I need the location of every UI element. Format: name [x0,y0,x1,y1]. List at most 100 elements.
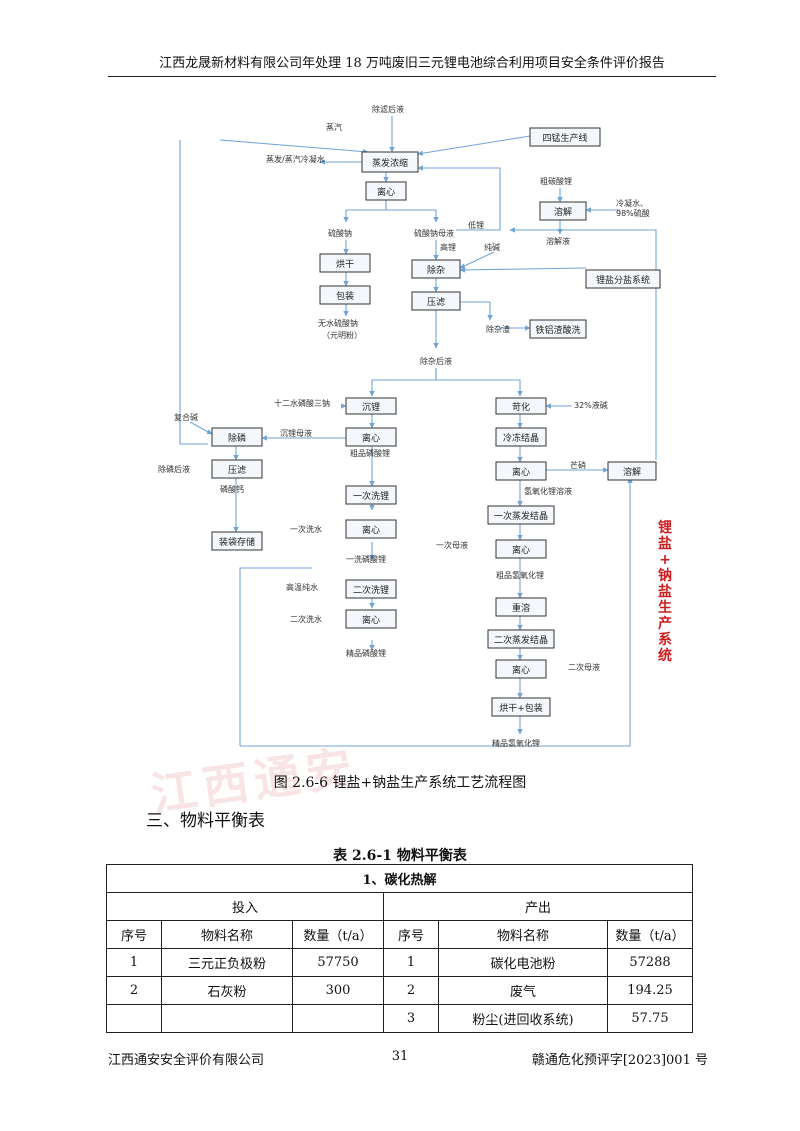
node-caustic: 苛化 [495,397,547,415]
svg-text:离心: 离心 [512,544,530,556]
node-press2: 压滤 [211,459,263,479]
node-dissolve2: 溶解 [607,461,657,481]
cell [292,1004,384,1033]
svg-text:离心: 离心 [377,186,395,198]
svg-text:烘干: 烘干 [336,258,354,270]
cell: 57750 [292,948,384,977]
node-cent6: 离心 [495,539,547,559]
svg-text:压滤: 压滤 [427,296,445,308]
figure-caption: 图 2.6-6 锂盐+钠盐生产系统工艺流程图 [273,775,527,791]
node-cent4: 离心 [345,609,397,629]
svg-text:一次洗水: 一次洗水 [290,524,322,534]
node-evap: 蒸发浓缩 [361,151,419,173]
node-wash2: 二次洗锂 [345,579,397,599]
cell: 3 [383,1004,439,1033]
svg-text:二次洗锂: 二次洗锂 [353,584,389,596]
svg-text:冷冻结晶: 冷冻结晶 [503,432,539,444]
node-dissolve: 溶解 [539,201,587,221]
svg-text:氢氧化锂溶液: 氢氧化锂溶液 [524,486,572,496]
svg-text:硫酸钠: 硫酸钠 [328,228,352,238]
svg-text:除杂: 除杂 [427,264,445,276]
svg-text:四锰生产线: 四锰生产线 [542,132,587,144]
table-row: 3 粉尘(进回收系统) 57.75 [106,1004,693,1033]
svg-text:除滤后液: 除滤后液 [372,104,404,114]
svg-text:一次母液: 一次母液 [436,540,468,550]
cell: 废气 [438,976,608,1005]
svg-text:低锂: 低锂 [468,220,484,230]
svg-text:锂盐分盐系统: 锂盐分盐系统 [596,274,650,286]
svg-text:十二水磷酸三钠: 十二水磷酸三钠 [274,398,330,408]
node-li-sep: 锂盐分盐系统 [585,269,661,289]
svg-text:离心: 离心 [362,614,380,626]
footer-reference: 赣通危化预评字[2023]001 号 [531,1053,708,1068]
flow-labels: 除滤后液 蒸汽 蒸发/蒸汽冷凝水 硫酸钠 硫酸钠母液 低锂 高锂 纯碱 无水硫酸… [158,104,650,748]
svg-text:烘干+包装: 烘干+包装 [499,702,543,714]
svg-text:装袋存储: 装袋存储 [219,536,255,548]
svg-text:铁铝渣酸洗: 铁铝渣酸洗 [535,324,580,336]
svg-text:磷酸钙: 磷酸钙 [220,484,244,494]
cell: 2 [106,976,162,1005]
svg-text:压滤: 压滤 [228,464,246,476]
svg-text:粗品磷酸锂: 粗品磷酸锂 [350,448,390,458]
svg-text:除杂后液: 除杂后液 [420,356,452,366]
svg-text:沉锂母液: 沉锂母液 [280,428,312,438]
node-redissolve: 重溶 [495,597,547,617]
node-wash1: 一次洗锂 [345,485,397,505]
svg-text:高锂: 高锂 [440,242,456,252]
header-rule [108,76,716,77]
node-dry-pack: 烘干+包装 [491,697,551,717]
table-title: 表 2.6-1 物料平衡表 [333,848,467,864]
node-evap1: 一次蒸发结晶 [487,505,555,525]
cell: 57288 [607,948,693,977]
svg-text:纯碱: 纯碱 [484,242,500,252]
table-group-title: 1、碳化热解 [106,864,693,893]
node-cent3: 离心 [345,519,397,539]
page-header: 江西龙晟新材料有限公司年处理 18 万吨废旧三元锂电池综合利用项目安全条件评价报… [159,56,665,71]
col-name: 物料名称 [438,920,608,949]
footer-company: 江西通安安全评价有限公司 [108,1053,265,1068]
svg-text:苛化: 苛化 [512,401,530,413]
input-header: 投入 [106,892,384,921]
system-vertical-label: 锂盐+钠盐生产系统 [658,519,672,664]
svg-text:离心: 离心 [362,524,380,536]
svg-text:溶解: 溶解 [554,206,572,218]
node-cent1: 离心 [365,181,407,201]
svg-text:除磷: 除磷 [228,432,246,444]
node-impurity: 除杂 [411,259,461,279]
cell: 石灰粉 [161,976,293,1005]
col-no: 序号 [106,920,162,949]
svg-text:蒸汽: 蒸汽 [326,122,342,132]
svg-text:（元明粉）: （元明粉） [322,330,362,340]
node-bag: 装袋存储 [211,531,263,551]
node-dry1: 烘干 [319,253,371,273]
svg-text:32%液碱: 32%液碱 [574,400,608,410]
footer-page-number: 31 [391,1049,409,1064]
col-no: 序号 [383,920,439,949]
node-mn-line: 四锰生产线 [529,127,601,147]
svg-text:二次蒸发结晶: 二次蒸发结晶 [494,634,548,646]
node-press1: 压滤 [411,291,461,311]
svg-text:除杂渣: 除杂渣 [486,324,510,334]
svg-text:冷凝水、: 冷凝水、 [616,198,648,208]
svg-text:蒸发/蒸汽冷凝水: 蒸发/蒸汽冷凝水 [266,154,325,164]
process-flow-diagram: 蒸发浓缩 四锰生产线 离心 烘干 包装 除杂 压滤 铁铝渣酸洗 溶解 锂盐分盐系… [158,104,672,748]
svg-text:离心: 离心 [512,466,530,478]
svg-text:离心: 离心 [512,664,530,676]
col-qty: 数量（t/a） [292,920,384,949]
svg-text:重溶: 重溶 [512,602,530,614]
svg-text:溶解液: 溶解液 [546,236,570,246]
svg-text:复合碱: 复合碱 [174,412,198,422]
node-pack1: 包装 [319,285,371,305]
cell: 194.25 [607,976,693,1005]
svg-text:高温纯水: 高温纯水 [286,582,318,592]
svg-text:一洗磷酸锂: 一洗磷酸锂 [346,554,386,564]
svg-text:粗品氢氧化锂: 粗品氢氧化锂 [496,570,544,580]
svg-text:溶解: 溶解 [623,466,641,478]
node-p-remove: 除磷 [211,427,263,447]
svg-text:沉锂: 沉锂 [362,401,380,413]
node-cent5: 离心 [495,461,547,481]
svg-text:包装: 包装 [336,290,354,302]
output-header: 产出 [383,892,693,921]
table-row: 1 三元正负极粉 57750 1 碳化电池粉 57288 [106,948,693,977]
cell [106,1004,162,1033]
